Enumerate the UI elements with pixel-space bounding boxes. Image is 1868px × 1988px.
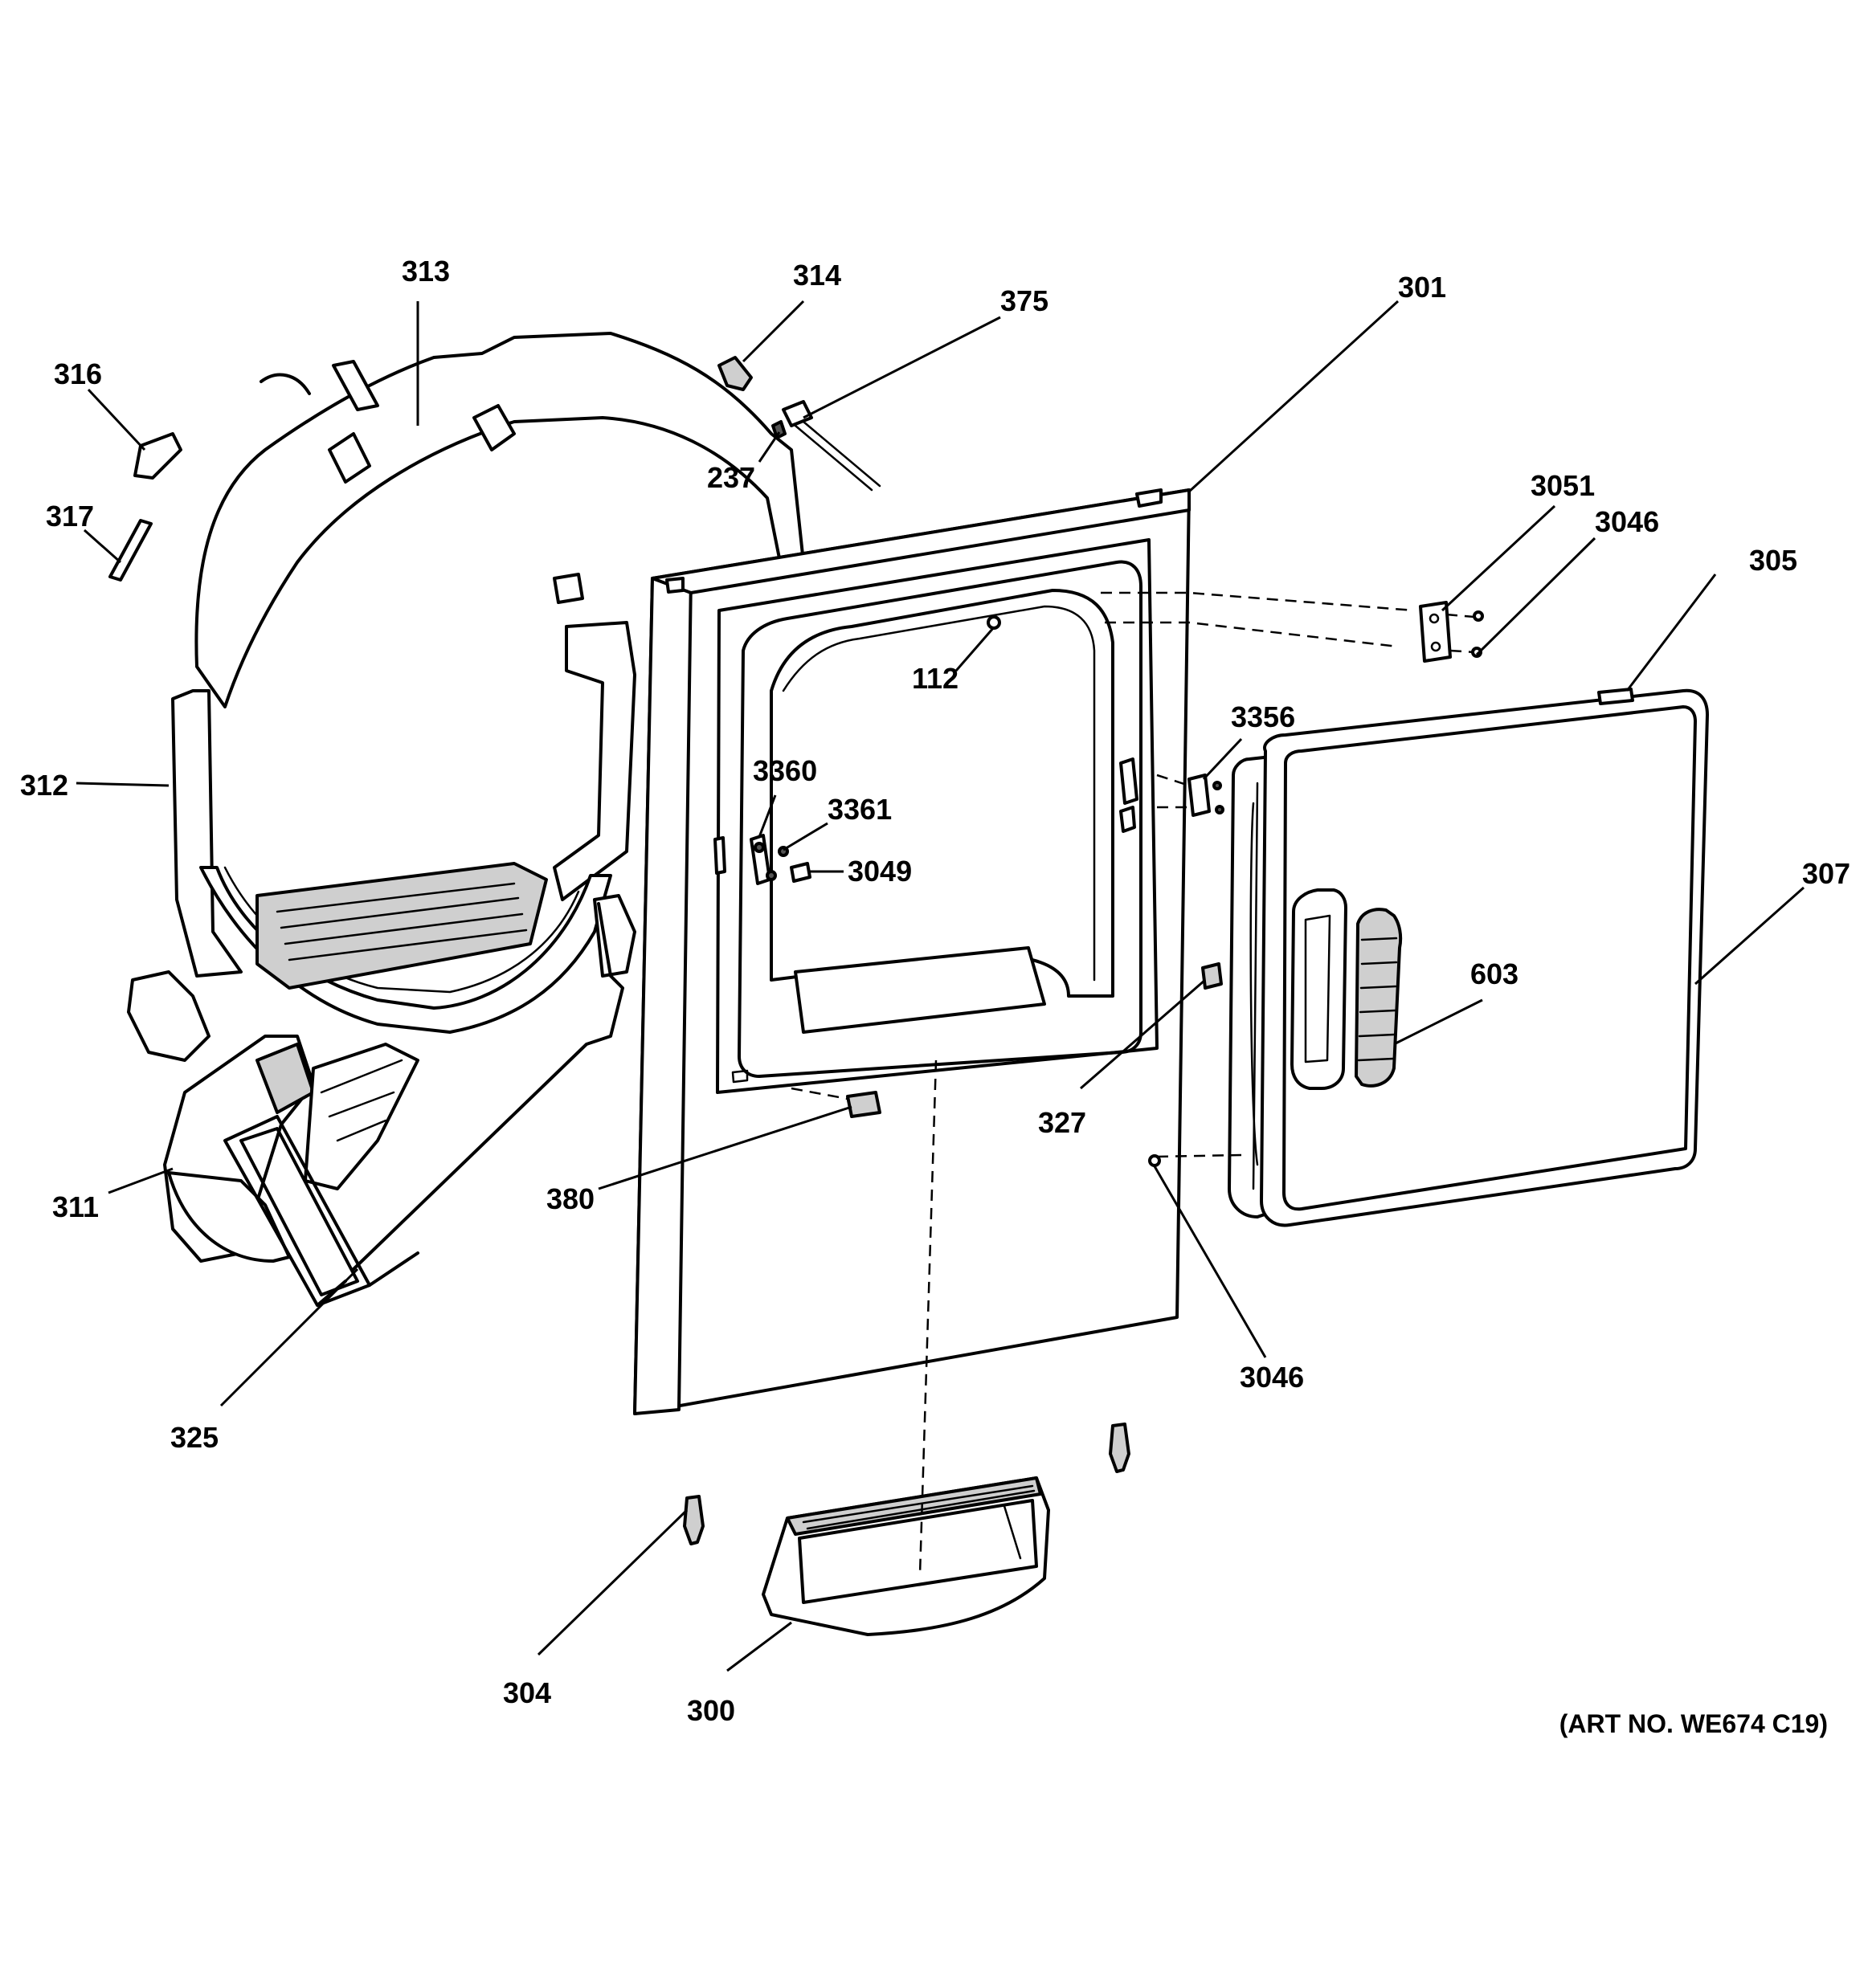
- callout-300: 300: [687, 1694, 735, 1727]
- callout-3049: 3049: [848, 855, 912, 888]
- clip-part: [260, 373, 311, 395]
- callout-112: 112: [912, 662, 959, 695]
- strip-part: [332, 360, 379, 411]
- part-375: [782, 400, 813, 427]
- callout-325: 325: [170, 1421, 219, 1454]
- callout-316: 316: [54, 357, 102, 390]
- lint-duct-assembly: [163, 902, 624, 1307]
- leg-304-right: [1109, 1423, 1130, 1473]
- strip-317: [108, 519, 153, 582]
- screw-112: [987, 615, 1001, 630]
- small-hardware-top: [717, 356, 881, 492]
- callout-3046-lower: 3046: [1240, 1361, 1304, 1394]
- callout-305: 305: [1749, 544, 1797, 577]
- leg-304-left: [683, 1495, 705, 1545]
- callout-603: 603: [1470, 957, 1519, 990]
- wire-375: [794, 420, 881, 492]
- callout-314: 314: [793, 259, 841, 292]
- dryer-door: [1228, 688, 1709, 1227]
- screw-3046-lower: [1148, 1154, 1161, 1167]
- art-number: (ART NO. WE674 C19): [1559, 1709, 1828, 1738]
- hinge-3356: [1187, 774, 1211, 817]
- front-bulkhead-ring: [127, 332, 805, 1062]
- callout-301: 301: [1398, 271, 1446, 304]
- callout-3046-upper: 3046: [1595, 505, 1659, 538]
- part-314: [717, 356, 753, 391]
- callout-313: 313: [402, 255, 450, 288]
- front-panel: [633, 488, 1191, 1415]
- callout-237: 237: [707, 461, 755, 494]
- callout-311: 311: [52, 1190, 99, 1223]
- screw-3046-upper: [1473, 610, 1484, 622]
- callout-375: 375: [1000, 284, 1048, 317]
- callout-3356: 3356: [1231, 700, 1295, 733]
- callout-317: 317: [46, 500, 94, 533]
- callout-312: 312: [20, 769, 68, 802]
- callout-327: 327: [1038, 1106, 1086, 1139]
- hinge-3051: [1419, 601, 1452, 663]
- part-237: [771, 420, 787, 439]
- switch-380: [846, 1091, 881, 1118]
- callout-307: 307: [1802, 857, 1850, 890]
- callout-3051: 3051: [1531, 469, 1595, 502]
- callout-3360: 3360: [753, 754, 817, 787]
- callout-380: 380: [546, 1182, 595, 1215]
- leader-lines: [76, 300, 1805, 1672]
- latch-327: [1201, 962, 1223, 990]
- assembly-dash-lines: [791, 591, 1475, 1575]
- bracket-316: [133, 432, 182, 480]
- lint-filter-cover: [762, 1476, 1050, 1636]
- callout-304: 304: [503, 1676, 551, 1709]
- callout-3361: 3361: [828, 793, 892, 826]
